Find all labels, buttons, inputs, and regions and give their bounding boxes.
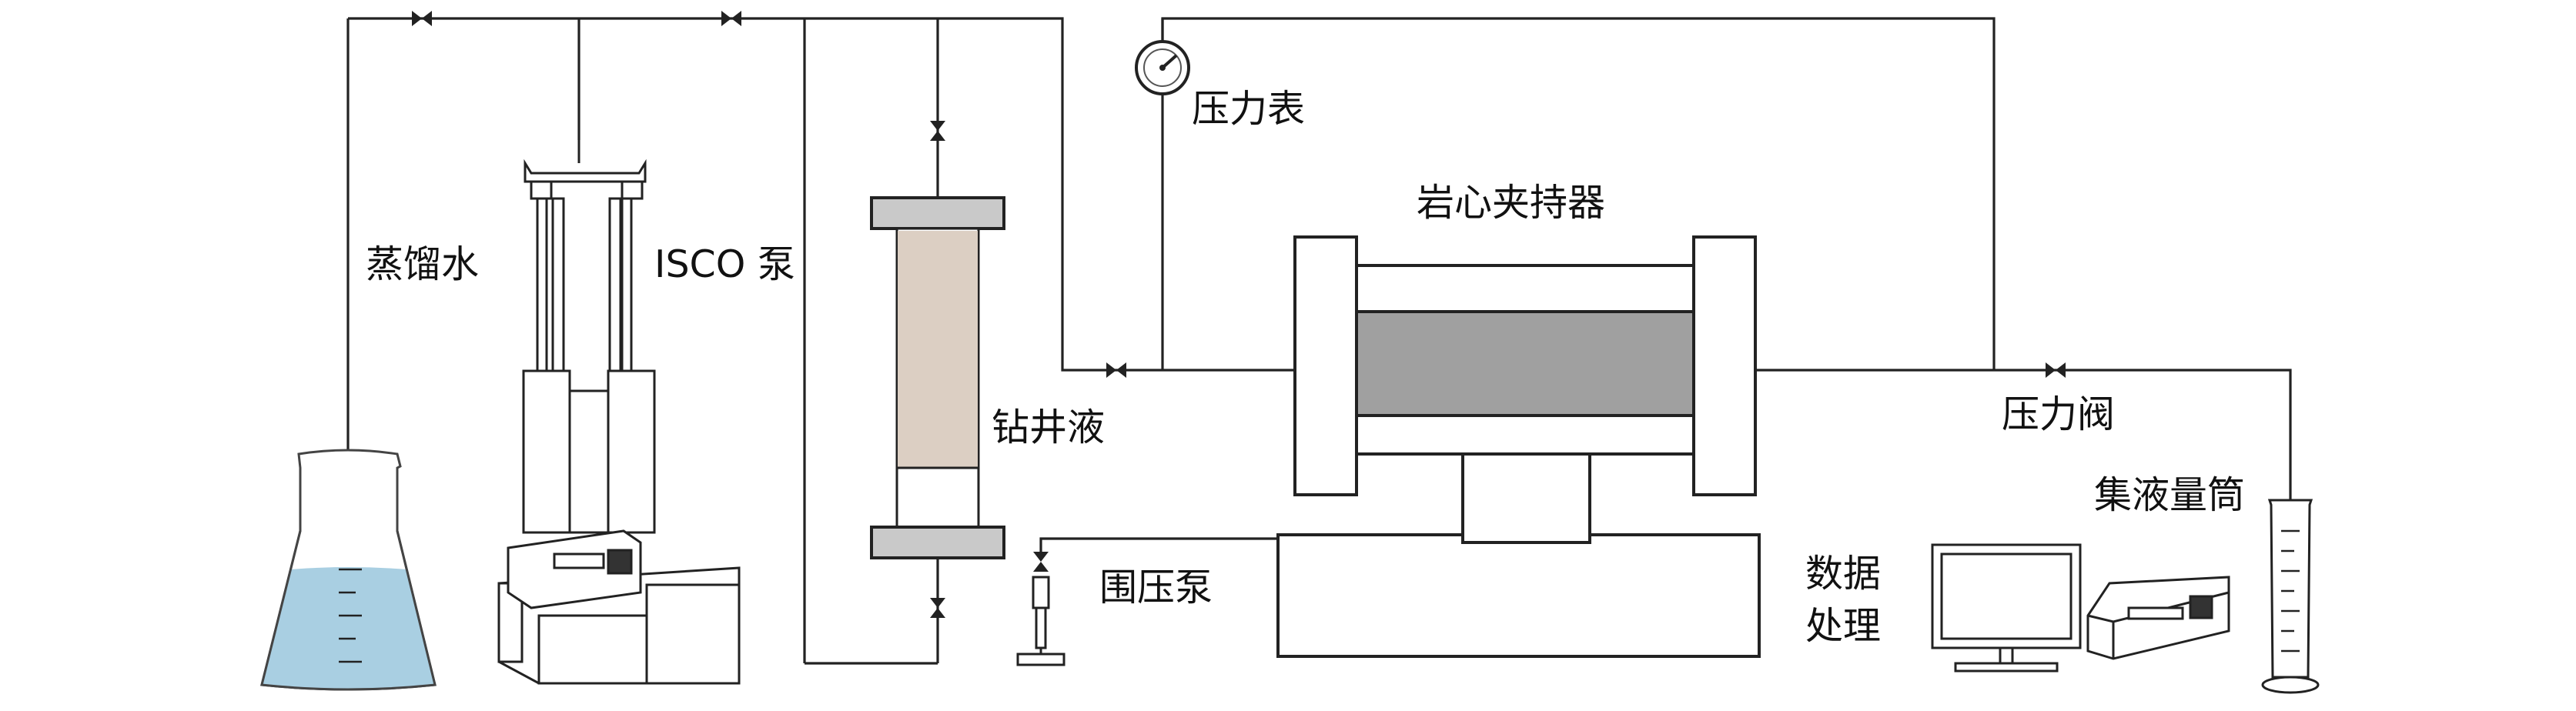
- valve-cylinder-bottom[interactable]: [930, 598, 945, 618]
- drilling-fluid-label: 钻井液: [992, 406, 1105, 449]
- pressure-gauge-icon: [1135, 40, 1190, 95]
- data-processing-label-line2: 处理: [1805, 604, 1881, 648]
- graduated-cylinder-label: 集液量筒: [2094, 473, 2245, 517]
- confining-pump-label: 围压泵: [1099, 566, 1213, 609]
- pressure-valve-icon[interactable]: [2046, 362, 2066, 378]
- data-processing-label-line1: 数据: [1805, 552, 1881, 596]
- valve-inlet[interactable]: [1106, 362, 1126, 378]
- graduated-cylinder-icon: [2261, 499, 2320, 694]
- distilled-water-flask-icon: [260, 449, 437, 691]
- monitor-icon: [1931, 543, 2082, 673]
- pressure-valve-label: 压力阀: [2002, 392, 2115, 436]
- distilled-water-label: 蒸馏水: [366, 242, 479, 286]
- drilling-fluid-cylinder-icon: [870, 196, 1005, 559]
- data-recorder-icon: [2086, 576, 2230, 660]
- core-holder-icon: [1276, 235, 1761, 658]
- confining-pump-icon: [1016, 576, 1066, 666]
- valve-confining-pump[interactable]: [1033, 552, 1049, 572]
- valve-top-1[interactable]: [412, 11, 432, 26]
- valve-top-2[interactable]: [721, 11, 741, 26]
- isco-pump-icon: [497, 140, 741, 685]
- valve-cylinder-top[interactable]: [930, 121, 945, 141]
- isco-pump-label: ISCO 泵: [654, 242, 795, 286]
- pressure-gauge-label: 压力表: [1192, 87, 1305, 131]
- core-holder-label: 岩心夹持器: [1417, 181, 1605, 225]
